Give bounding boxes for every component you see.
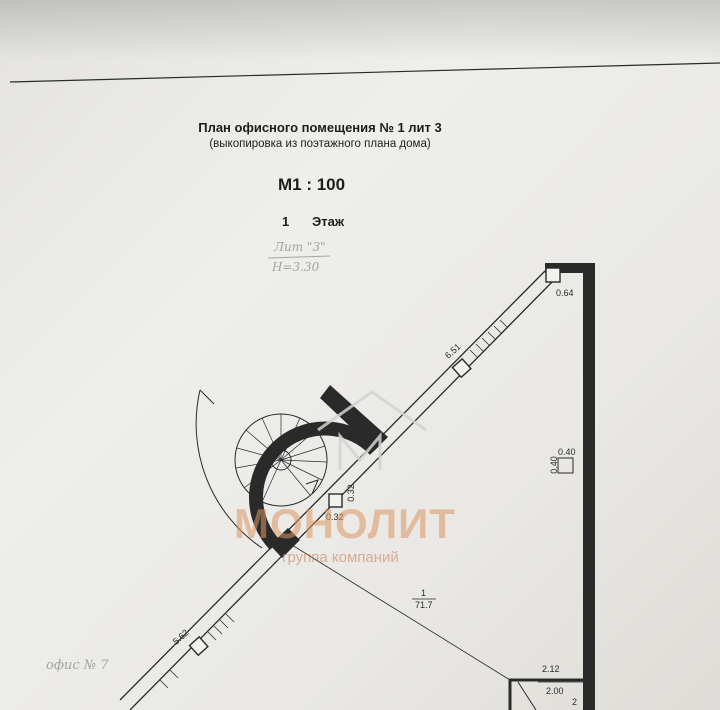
sheet-border-line: [9, 62, 720, 83]
handwritten-office: офис № 7: [46, 658, 109, 673]
column-low: [188, 635, 209, 657]
stair-wall: [320, 385, 388, 450]
stair-wall-b: [270, 528, 300, 558]
spiral-staircase: [234, 413, 381, 550]
plan-subtitle: (выкопировка из поэтажного плана дома): [209, 138, 431, 150]
dim-2-00: 2.00: [546, 686, 564, 696]
dim-2: 2: [572, 697, 578, 707]
dim-0-32-a: 0.32: [326, 512, 344, 522]
column-free: [557, 457, 574, 474]
plan-scale: М1 : 100: [278, 175, 346, 194]
handwritten-height: Н=3.30: [272, 260, 320, 274]
dim-11-45: 11.45: [582, 521, 594, 546]
top-wall: [545, 263, 595, 273]
room-area: 71.7: [415, 600, 433, 610]
dim-2-12: 2.12: [542, 664, 560, 674]
room-diagonal-line: [291, 544, 511, 681]
column-top: [545, 267, 561, 283]
door-leaf: [199, 389, 215, 405]
column-mid: [451, 357, 472, 379]
handwritten-lit: Лит "3": [274, 240, 326, 254]
hw-fraction-line: [267, 255, 331, 259]
watermark-logo: [317, 390, 427, 470]
dim-0-40-b: 0.40: [548, 456, 559, 474]
right-wall: [583, 263, 595, 710]
plan-title: План офисного помещения № 1 лит 3: [198, 120, 442, 135]
watermark-tagline: группа компаний: [282, 549, 399, 566]
dim-0-64: 0.64: [556, 288, 574, 298]
floor-label: Этаж: [312, 214, 345, 229]
column-stair: [328, 493, 343, 508]
dim-0-40-a: 0.40: [558, 447, 576, 457]
window-ticks: [159, 319, 509, 689]
watermark-brand: МОНОЛИТ: [234, 500, 456, 547]
small-room: [508, 678, 592, 710]
door-arc: [195, 389, 263, 549]
floor-number: 1: [282, 214, 290, 229]
room-number: 1: [421, 588, 427, 598]
diagonal-wall: [119, 270, 556, 710]
paper-shadow: [0, 0, 720, 60]
